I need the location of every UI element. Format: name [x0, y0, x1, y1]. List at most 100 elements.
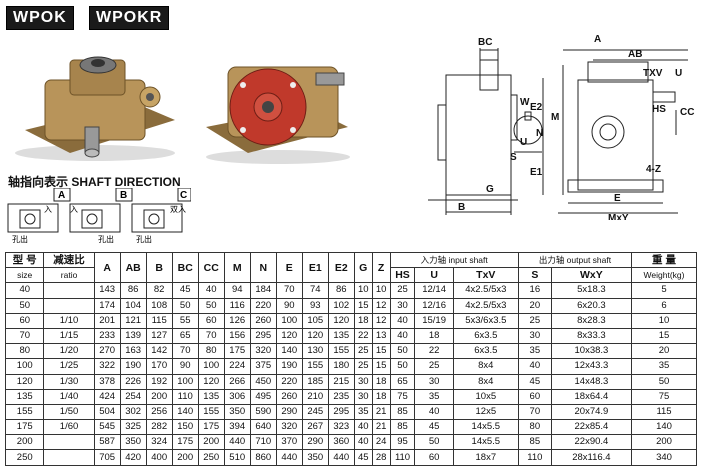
table-cell: 323 [327, 419, 355, 436]
th-weight: 重 量 [631, 251, 697, 269]
table-cell: 233 [93, 327, 121, 345]
table-cell: 270 [93, 343, 121, 360]
table-cell: 140 [275, 343, 303, 360]
table-cell: 220 [249, 297, 277, 314]
table-cell: 85 [389, 419, 416, 436]
table-cell: 210 [301, 388, 329, 405]
table-cell: 155 [197, 403, 225, 421]
th-weight-en: Weight(kg) [631, 267, 697, 284]
table-cell: 108 [145, 297, 173, 314]
table-cell: 260 [275, 388, 303, 405]
table-cell: 320 [275, 419, 303, 436]
direction-a-out: 孔出 [12, 234, 28, 244]
table-cell: 8x4 [452, 358, 519, 375]
table-cell: 545 [93, 419, 121, 436]
direction-label-b: B [120, 190, 127, 201]
table-cell: 40 [389, 312, 416, 329]
table-cell: 18x7 [452, 449, 519, 466]
cell-ratio [43, 282, 95, 299]
table-cell: 450 [249, 373, 277, 390]
direction-a-in: 入 [44, 205, 52, 214]
table-cell: 245 [301, 403, 329, 421]
cell-size: 40 [4, 282, 45, 299]
table-cell: 21 [371, 403, 391, 421]
table-cell: 420 [119, 449, 147, 466]
label-cc: CC [680, 107, 694, 118]
table-cell: 150 [171, 419, 199, 436]
th-txv: TxV [452, 267, 519, 284]
table-cell: 127 [145, 327, 173, 345]
direction-b-out: 孔出 [98, 234, 114, 244]
label-ab: AB [628, 49, 642, 60]
table-cell: 18x64.4 [550, 388, 633, 405]
table-cell: 290 [275, 403, 303, 421]
table-cell: 325 [119, 419, 147, 436]
th-m: M [223, 251, 251, 284]
table-cell: 235 [327, 388, 355, 405]
table-cell: 180 [327, 358, 355, 375]
table-cell: 30 [389, 297, 416, 314]
table-cell: 190 [275, 358, 303, 375]
table-cell: 200 [631, 434, 697, 451]
table-cell: 155 [327, 343, 355, 360]
table-cell: 35 [517, 343, 552, 360]
table-cell: 93 [301, 297, 329, 314]
label-g: G [486, 184, 494, 195]
table-cell: 14x5.5 [452, 419, 519, 436]
table-cell: 504 [93, 403, 121, 421]
table-cell: 306 [223, 388, 251, 405]
table-cell: 8x33.3 [550, 327, 633, 345]
spec-table: 型 号 减速比 A AB B BC CC M N E E1 E2 G Z 入力轴… [4, 251, 697, 466]
cell-size: 80 [4, 343, 45, 360]
th-s: S [517, 267, 552, 284]
table-cell: 115 [145, 312, 173, 329]
table-cell: 60 [197, 312, 225, 329]
table-cell: 140 [171, 403, 199, 421]
table-cell: 8x4 [452, 373, 519, 390]
table-cell: 30 [353, 373, 373, 390]
table-cell: 140 [631, 419, 697, 436]
table-cell: 85 [517, 434, 552, 451]
table-cell: 175 [197, 419, 225, 436]
table-cell: 60 [414, 449, 454, 466]
table-cell: 10 [353, 282, 373, 299]
dimension-drawing: BC A AB TXV U HS CC E2 M E1 N W U S 4-Z … [428, 34, 694, 220]
table-cell: 587 [93, 434, 121, 451]
table-cell: 10 [631, 312, 697, 329]
cell-size: 120 [4, 373, 45, 390]
th-size-en: size [4, 267, 45, 284]
table-cell: 266 [223, 373, 251, 390]
table-cell: 80 [517, 419, 552, 436]
table-cell: 295 [327, 403, 355, 421]
table-cell: 22 [353, 327, 373, 345]
label-a: A [594, 34, 601, 45]
table-cell: 22 [414, 343, 454, 360]
table-cell: 350 [119, 434, 147, 451]
table-cell: 86 [327, 282, 355, 299]
table-cell: 155 [301, 358, 329, 375]
th-e2: E2 [327, 251, 355, 284]
table-cell: 440 [275, 449, 303, 466]
table-cell: 82 [145, 282, 173, 299]
table-cell: 260 [249, 312, 277, 329]
label-u-output: U [520, 137, 527, 148]
th-cc: CC [197, 251, 225, 284]
label-hs: HS [652, 104, 666, 115]
table-cell: 375 [249, 358, 277, 375]
table-cell: 100 [171, 373, 199, 390]
table-cell: 170 [145, 358, 173, 375]
wpokr-gearbox-photo [206, 66, 350, 164]
table-cell: 400 [145, 449, 173, 466]
table-cell: 40 [197, 282, 225, 299]
table-cell: 14x48.3 [550, 373, 633, 390]
table-cell: 163 [119, 343, 147, 360]
th-ab: AB [119, 251, 147, 284]
label-m: M [551, 112, 559, 123]
table-cell: 28x116.4 [550, 449, 633, 466]
table-cell: 14x5.5 [452, 434, 519, 451]
cell-ratio: 1/20 [43, 343, 95, 360]
table-cell: 350 [223, 403, 251, 421]
